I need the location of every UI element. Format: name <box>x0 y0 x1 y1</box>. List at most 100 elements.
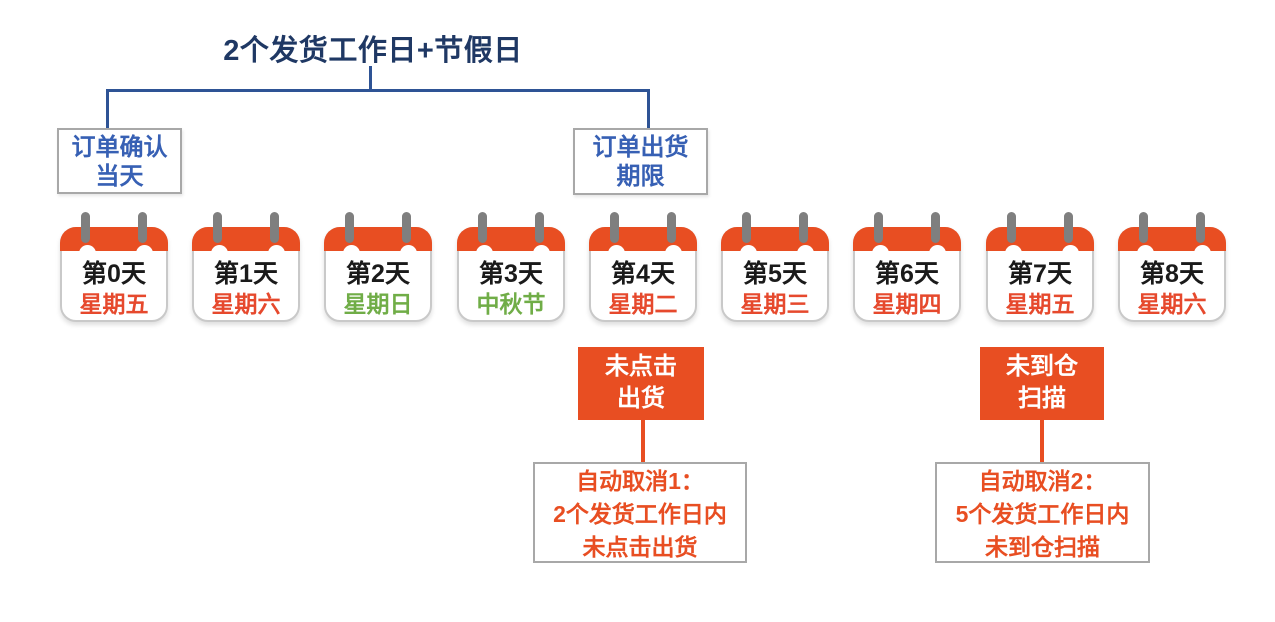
flag-line1: 未到仓 <box>1006 353 1078 380</box>
calendar-pin-icon <box>742 212 751 243</box>
pin-hole-icon <box>79 245 96 262</box>
calendar-body: 第4天 星期二 <box>589 227 697 322</box>
not-clicked-ship-flag: 未点击 出货 <box>578 347 704 420</box>
calendar-pin-icon <box>1064 212 1073 243</box>
diagram-title: 2个发货工作日+节假日 <box>223 35 523 67</box>
calendar-pin-icon <box>478 212 487 243</box>
pin-hole-icon <box>608 245 625 262</box>
calendar-pin-icon <box>138 212 147 243</box>
calendar-day-label: 第2天 <box>346 260 410 288</box>
calendar-weekday-label: 中秋节 <box>476 291 546 317</box>
calendar-header <box>986 227 1094 251</box>
calendar-body: 第8天 星期六 <box>1118 227 1226 322</box>
calendar-pin-icon <box>213 212 222 243</box>
calendar-day-label: 第1天 <box>214 260 278 288</box>
pin-hole-icon <box>1005 245 1022 262</box>
order-ship-deadline-line1: 订单出货 <box>592 134 689 161</box>
bracket-horizontal-line <box>106 89 650 92</box>
calendar-pin-icon <box>1007 212 1016 243</box>
calendar-pin-icon <box>874 212 883 243</box>
calendar-pin-icon <box>931 212 940 243</box>
auto-cancel-1-line3: 未点击出货 <box>582 534 698 560</box>
auto-cancel-2-box: 自动取消2： 5个发货工作日内 未到仓扫描 <box>935 462 1150 563</box>
order-confirm-line2: 当天 <box>95 163 144 190</box>
calendar-header <box>324 227 432 251</box>
pin-hole-icon <box>929 245 946 262</box>
calendar-day-label: 第5天 <box>743 260 807 288</box>
pin-hole-icon <box>872 245 889 262</box>
calendar-pin-icon <box>535 212 544 243</box>
calendar-day-0: 第0天 星期五 <box>60 212 168 322</box>
calendar-day-2: 第2天 星期日 <box>324 212 432 322</box>
calendar-day-5: 第5天 星期三 <box>721 212 829 322</box>
calendar-day-label: 第4天 <box>611 260 675 288</box>
calendar-header <box>192 227 300 251</box>
calendar-pin-icon <box>1139 212 1148 243</box>
calendar-header <box>457 227 565 251</box>
pin-hole-icon <box>533 245 550 262</box>
calendar-body: 第1天 星期六 <box>192 227 300 322</box>
calendar-header <box>853 227 961 251</box>
flag-line2: 扫描 <box>1018 385 1066 412</box>
bracket-left-drop-line <box>106 89 109 128</box>
flag-connector-line <box>641 420 645 463</box>
calendar-pin-icon <box>610 212 619 243</box>
calendar-pin-icon <box>1196 212 1205 243</box>
calendar-pin-icon <box>799 212 808 243</box>
calendar-header <box>721 227 829 251</box>
calendar-day-7: 第7天 星期五 <box>986 212 1094 322</box>
calendar-header <box>589 227 697 251</box>
flag-line2: 出货 <box>617 385 665 412</box>
calendar-day-4: 第4天 星期二 <box>589 212 697 322</box>
calendar-pin-icon <box>402 212 411 243</box>
calendar-body: 第6天 星期四 <box>853 227 961 322</box>
calendar-day-label: 第8天 <box>1140 260 1204 288</box>
pin-hole-icon <box>211 245 228 262</box>
calendar-body: 第3天 中秋节 <box>457 227 565 322</box>
bracket-stem-line <box>369 66 372 91</box>
pin-hole-icon <box>268 245 285 262</box>
auto-cancel-2-line3: 未到仓扫描 <box>985 534 1100 560</box>
flag-line1: 未点击 <box>605 353 677 380</box>
pin-hole-icon <box>476 245 493 262</box>
bracket-right-drop-line <box>647 89 650 128</box>
calendar-day-label: 第6天 <box>875 260 939 288</box>
order-confirm-line1: 订单确认 <box>71 134 168 161</box>
calendar-weekday-label: 星期五 <box>79 291 149 317</box>
calendar-day-1: 第1天 星期六 <box>192 212 300 322</box>
calendar-body: 第0天 星期五 <box>60 227 168 322</box>
calendar-pin-icon <box>667 212 676 243</box>
calendar-header <box>1118 227 1226 251</box>
calendar-weekday-label: 星期日 <box>343 291 413 317</box>
pin-hole-icon <box>797 245 814 262</box>
pin-hole-icon <box>1137 245 1154 262</box>
pin-hole-icon <box>665 245 682 262</box>
calendar-pin-icon <box>270 212 279 243</box>
calendar-weekday-label: 星期二 <box>608 291 678 317</box>
order-ship-deadline-line2: 期限 <box>616 163 665 190</box>
pin-hole-icon <box>740 245 757 262</box>
calendar-day-6: 第6天 星期四 <box>853 212 961 322</box>
calendar-weekday-label: 星期六 <box>1137 291 1207 317</box>
calendar-weekday-label: 星期三 <box>740 291 810 317</box>
auto-cancel-2-line1: 自动取消2： <box>978 468 1107 494</box>
auto-cancel-2-line2: 5个发货工作日内 <box>955 501 1130 527</box>
calendar-pin-icon <box>345 212 354 243</box>
calendar-day-8: 第8天 星期六 <box>1118 212 1226 322</box>
calendar-day-label: 第0天 <box>82 260 146 288</box>
calendar-body: 第7天 星期五 <box>986 227 1094 322</box>
calendar-weekday-label: 星期四 <box>872 291 942 317</box>
auto-cancel-1-box: 自动取消1： 2个发货工作日内 未点击出货 <box>533 462 747 563</box>
calendar-day-label: 第3天 <box>479 260 543 288</box>
order-ship-deadline-box: 订单出货 期限 <box>573 128 708 195</box>
pin-hole-icon <box>343 245 360 262</box>
order-confirm-box: 订单确认 当天 <box>57 128 182 194</box>
calendar-day-label: 第7天 <box>1008 260 1072 288</box>
auto-cancel-1-line2: 2个发货工作日内 <box>553 501 727 527</box>
pin-hole-icon <box>400 245 417 262</box>
auto-cancel-1-line1: 自动取消1： <box>576 468 704 494</box>
not-warehouse-scanned-flag: 未到仓 扫描 <box>980 347 1104 420</box>
flag-connector-line <box>1040 420 1044 463</box>
pin-hole-icon <box>136 245 153 262</box>
